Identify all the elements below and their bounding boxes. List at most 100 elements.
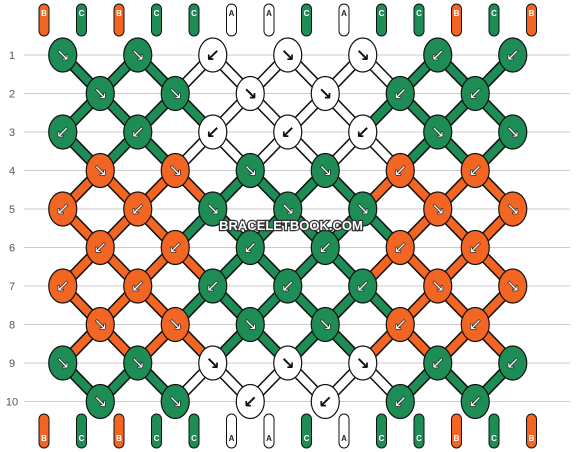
knot-arrow-icon: ↘ [506, 277, 520, 297]
knot-arrow-icon: ↙ [318, 239, 332, 259]
bottom-strand [376, 413, 387, 449]
knot [160, 229, 190, 266]
knot [385, 383, 415, 420]
knot-arrow-icon: ↘ [243, 85, 257, 105]
knot [348, 37, 378, 73]
knot [85, 306, 115, 343]
knot-arrow-icon: ↘ [93, 162, 107, 182]
bottom-strand [526, 413, 537, 449]
knot [48, 114, 78, 150]
knot-arrow-icon: ↘ [281, 354, 295, 374]
knot-arrow-icon: ↘ [206, 200, 220, 220]
row-number: 10 [6, 397, 18, 409]
top-strand-letter: C [79, 9, 85, 18]
bottom-strand [151, 413, 162, 449]
row-number: 9 [9, 358, 15, 370]
knot [48, 191, 78, 227]
knot [460, 306, 490, 343]
knot-arrow-icon: ↘ [356, 354, 370, 374]
knot [198, 37, 228, 73]
knot [423, 114, 453, 150]
knot [123, 191, 153, 227]
knot [498, 37, 528, 73]
knot-arrow-icon: ↘ [281, 46, 295, 66]
knot-arrow-icon: ↘ [318, 85, 332, 105]
knot [235, 383, 265, 420]
knot [310, 383, 340, 420]
top-strand-letter: B [41, 9, 47, 18]
bottom-strand-letter: B [454, 434, 460, 443]
top-strand-letter: A [266, 9, 272, 18]
knot-arrow-icon: ↙ [206, 123, 220, 143]
knot [85, 383, 115, 420]
bottom-strand [263, 413, 275, 449]
knot [310, 229, 340, 266]
knot-arrow-icon: ↙ [281, 277, 295, 297]
bottom-strand [413, 413, 425, 449]
knot [198, 114, 228, 150]
knot-arrow-icon: ↙ [468, 162, 482, 182]
row-number: 3 [9, 127, 15, 139]
top-strand-letter: B [529, 9, 535, 18]
knot [160, 306, 190, 343]
knot [235, 152, 265, 189]
top-strand-letter: C [304, 9, 310, 18]
knot [423, 345, 453, 381]
knot [385, 306, 415, 343]
knot-arrow-icon: ↘ [431, 123, 445, 143]
top-strand-letter: B [454, 9, 460, 18]
knot [235, 306, 265, 343]
top-strand [376, 3, 387, 37]
knot [498, 191, 528, 227]
top-strand [38, 3, 50, 37]
knot [348, 345, 378, 381]
knot-arrow-icon: ↙ [506, 354, 520, 374]
knot-arrow-icon: ↙ [318, 393, 332, 413]
knot [273, 191, 303, 227]
knot-arrow-icon: ↙ [56, 277, 70, 297]
row-number: 5 [9, 204, 15, 216]
bottom-strand [226, 413, 237, 449]
bottom-strand-letter: C [491, 434, 497, 443]
knot [348, 268, 378, 304]
knot-arrow-icon: ↘ [93, 85, 107, 105]
knot-arrow-icon: ↙ [356, 277, 370, 297]
bottom-strand [76, 413, 87, 449]
knot [160, 75, 190, 112]
knot-arrow-icon: ↘ [243, 316, 257, 336]
top-strand [488, 3, 500, 37]
knot-arrow-icon: ↙ [506, 46, 520, 66]
knot [48, 37, 78, 73]
knot [423, 37, 453, 73]
knot [423, 268, 453, 304]
knot [348, 114, 378, 150]
knot-arrow-icon: ↙ [206, 277, 220, 297]
knot-arrow-icon: ↘ [281, 200, 295, 220]
knot-arrow-icon: ↘ [206, 354, 220, 374]
top-strand-letter: C [491, 9, 497, 18]
knot-arrow-icon: ↙ [131, 123, 145, 143]
knot-arrow-icon: ↘ [506, 200, 520, 220]
top-strand [113, 3, 125, 37]
top-strand [413, 3, 425, 37]
knot [235, 75, 265, 112]
top-strand-letter: C [154, 9, 160, 18]
knot-arrow-icon: ↘ [93, 393, 107, 413]
knot [385, 75, 415, 112]
knot-arrow-icon: ↘ [168, 162, 182, 182]
knot [85, 152, 115, 189]
bottom-strand-letter: C [416, 434, 422, 443]
knot [123, 268, 153, 304]
top-strand [76, 3, 87, 37]
knot [160, 152, 190, 189]
knot [198, 345, 228, 381]
knot-arrow-icon: ↙ [93, 239, 107, 259]
top-strand [188, 3, 200, 37]
knot-arrow-icon: ↙ [131, 277, 145, 297]
knot-arrow-icon: ↙ [468, 239, 482, 259]
knot [385, 229, 415, 266]
knot-arrow-icon: ↘ [356, 46, 370, 66]
knot [460, 75, 490, 112]
